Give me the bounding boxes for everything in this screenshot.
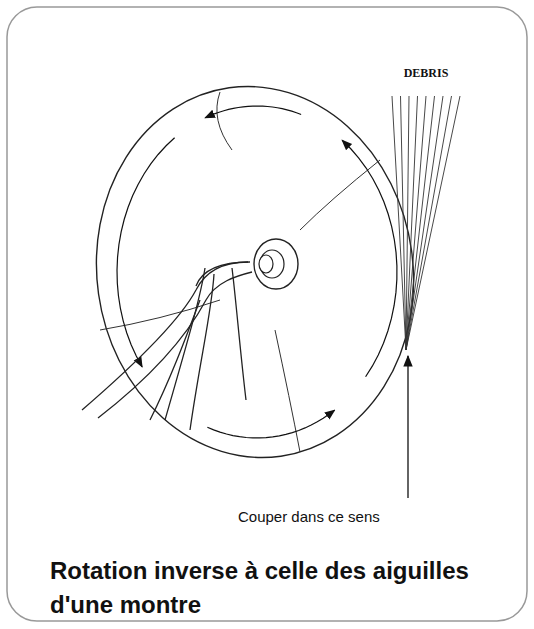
hub bbox=[254, 239, 298, 289]
debris-line bbox=[401, 96, 407, 350]
cut-direction-arrow bbox=[407, 356, 408, 498]
debris-line bbox=[406, 96, 435, 350]
debris-line bbox=[392, 96, 406, 350]
trimmer-line bbox=[82, 262, 252, 430]
frame bbox=[7, 7, 527, 621]
rotation-arrow bbox=[342, 140, 397, 377]
debris-line bbox=[406, 96, 426, 350]
debris-line bbox=[406, 96, 452, 350]
debris-label: DEBRIS bbox=[402, 66, 451, 81]
caption: Rotation inverse à celle des aiguilles d… bbox=[50, 554, 490, 622]
cut-direction-label: Couper dans ce sens bbox=[236, 508, 382, 525]
debris-line bbox=[406, 96, 460, 350]
rotation-arrow bbox=[205, 106, 301, 118]
debris-line bbox=[406, 96, 443, 350]
rotation-arrow bbox=[117, 138, 175, 367]
debris-lines bbox=[392, 96, 460, 350]
rotation-arrow bbox=[207, 410, 334, 438]
trimmer-disc bbox=[73, 66, 438, 478]
rotation-arrows bbox=[117, 106, 397, 438]
